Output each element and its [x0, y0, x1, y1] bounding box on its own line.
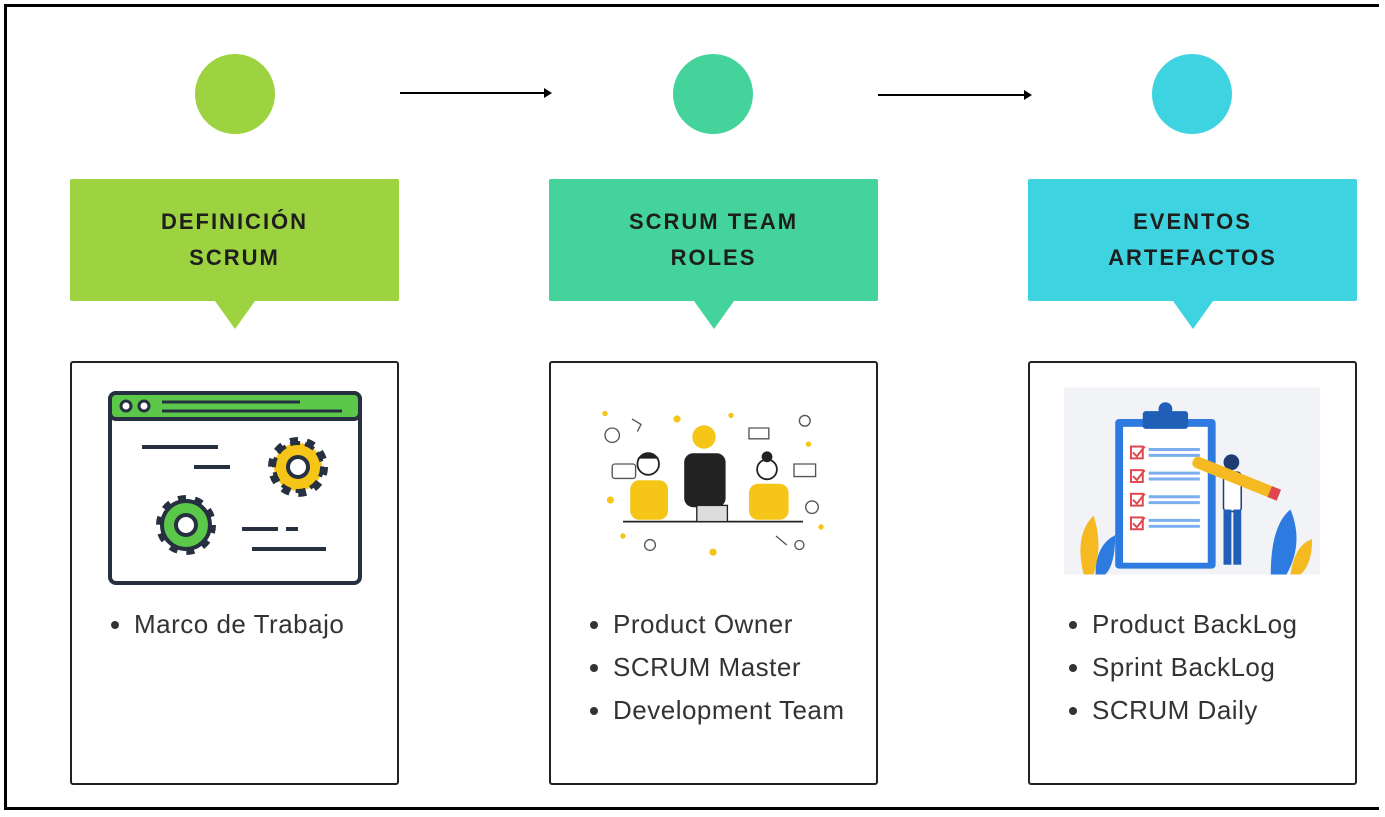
step-3-card: Product BackLog Sprint BackLog SCRUM Dai… — [1028, 361, 1357, 785]
list-item: Sprint BackLog — [1092, 646, 1298, 689]
step-3-circle — [1152, 54, 1232, 134]
list-item: Marco de Trabajo — [134, 603, 344, 646]
team-collaboration-illustration — [602, 410, 824, 556]
step-2-list: Product Owner SCRUM Master Development T… — [551, 603, 845, 732]
step-1-circle — [195, 54, 275, 134]
list-item: Development Team — [613, 689, 845, 732]
browser-gears-icon — [108, 391, 362, 585]
step-1-title-line1: DEFINICIÓN — [160, 209, 309, 234]
step-3-title-line2: ARTEFACTOS — [1108, 245, 1277, 270]
list-item: SCRUM Master — [613, 646, 845, 689]
checklist-clipboard-illustration — [1064, 387, 1320, 575]
step-3-banner: EVENTOS ARTEFACTOS — [1028, 179, 1357, 329]
step-2-card: Product Owner SCRUM Master Development T… — [549, 361, 878, 785]
step-2-banner: SCRUM TEAM ROLES — [549, 179, 878, 329]
list-item: Product Owner — [613, 603, 845, 646]
step-1-list: Marco de Trabajo — [72, 603, 344, 646]
step-2-title-line1: SCRUM TEAM — [628, 209, 799, 234]
step-2-circle — [673, 54, 753, 134]
step-1-title-line2: SCRUM — [189, 245, 280, 270]
step-3-title-line1: EVENTOS — [1133, 209, 1252, 234]
step-3-list: Product BackLog Sprint BackLog SCRUM Dai… — [1030, 603, 1298, 732]
step-2-title-line2: ROLES — [670, 245, 757, 270]
step-1-banner: DEFINICIÓN SCRUM — [70, 179, 399, 329]
list-item: Product BackLog — [1092, 603, 1298, 646]
list-item: SCRUM Daily — [1092, 689, 1298, 732]
step-1-card: Marco de Trabajo — [70, 361, 399, 785]
arrow-2-to-3 — [878, 90, 1032, 100]
arrow-1-to-2 — [400, 88, 552, 98]
